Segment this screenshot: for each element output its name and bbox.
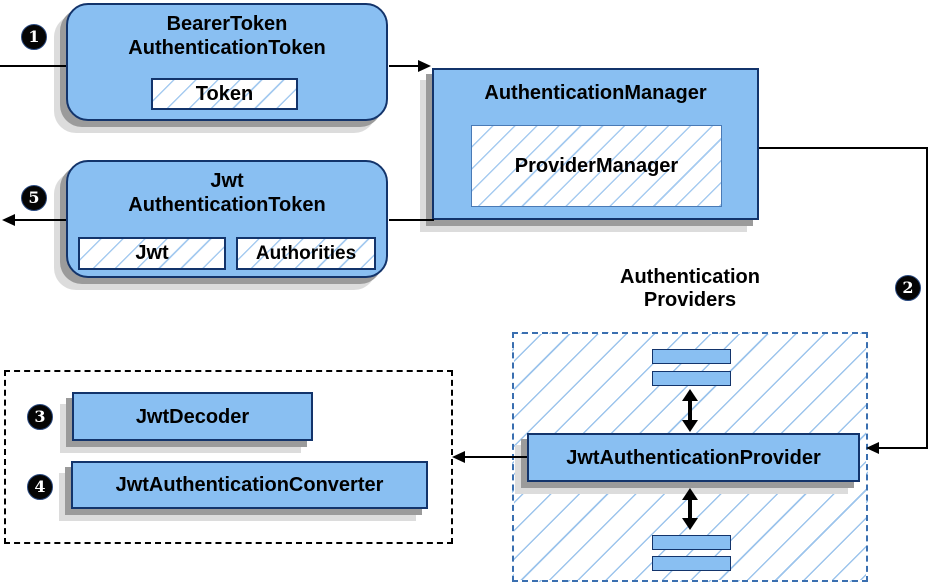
step-5-number: 5 [28, 188, 40, 207]
jwt-authentication-token-box: Jwt AuthenticationToken Jwt Authorities [66, 160, 388, 278]
step-2-badge: 2 [895, 275, 921, 301]
authorities-chip-label: Authorities [255, 242, 357, 264]
jwt-authentication-provider-label: JwtAuthenticationProvider [566, 446, 821, 469]
authentication-manager-title: AuthenticationManager [484, 82, 707, 104]
jwt-token-title-line2: AuthenticationToken [128, 194, 326, 216]
jwt-token-title-line1: Jwt [210, 170, 244, 192]
step-4-number: 4 [34, 477, 46, 496]
provider-stack-bar [652, 535, 731, 550]
provider-manager-chip: ProviderManager [471, 125, 722, 207]
jwt-decoder-label: JwtDecoder [135, 405, 250, 428]
bearer-token-authentication-token-box: BearerToken AuthenticationToken Token [66, 3, 388, 121]
jwt-authentication-provider-box: JwtAuthenticationProvider [527, 433, 860, 482]
step-3-badge: 3 [27, 404, 53, 430]
jwt-chip-label: Jwt [135, 242, 169, 264]
jwt-authentication-converter-box: JwtAuthenticationConverter [71, 461, 428, 509]
authentication-providers-label-line1: Authentication [620, 266, 760, 288]
authentication-providers-label: Authentication Providers [590, 266, 790, 312]
step-5-badge: 5 [21, 185, 47, 211]
provider-manager-chip-label: ProviderManager [514, 154, 679, 177]
bearer-token-title-line2: AuthenticationToken [128, 37, 326, 59]
provider-stack-bar [652, 556, 731, 571]
jwt-decoder-box: JwtDecoder [72, 392, 313, 441]
step-1-number: 1 [28, 27, 40, 46]
provider-stack-bar [652, 371, 731, 386]
step-2-number: 2 [902, 278, 914, 297]
authorities-chip: Authorities [236, 237, 376, 270]
jwt-chip: Jwt [78, 237, 226, 270]
bearer-to-manager-arrowhead [418, 60, 431, 72]
token-chip-label: Token [195, 82, 254, 105]
jwt-token-outgoing-arrowhead [2, 214, 15, 226]
provider-to-decoders-arrowhead [452, 451, 465, 463]
provider-stack-bar [652, 349, 731, 364]
bearer-token-title-line1: BearerToken [166, 13, 288, 35]
authentication-providers-label-line2: Providers [643, 289, 737, 311]
step-4-badge: 4 [27, 474, 53, 500]
authentication-manager-box: AuthenticationManager ProviderManager [432, 68, 759, 220]
step-1-badge: 1 [21, 24, 47, 50]
token-chip: Token [151, 78, 298, 110]
step-3-number: 3 [34, 407, 46, 426]
jwt-authentication-converter-label: JwtAuthenticationConverter [115, 474, 384, 496]
